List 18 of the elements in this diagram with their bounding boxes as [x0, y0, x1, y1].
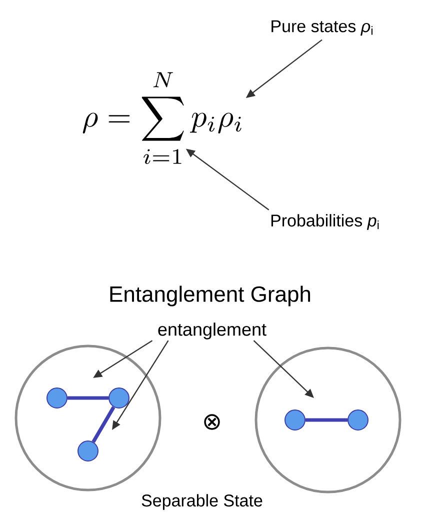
- entanglement-edge: [68, 396, 108, 400]
- tensor-product-symbol: ⊗: [204, 414, 220, 430]
- annotation-text: entanglement: [158, 322, 266, 340]
- graph-vertex: [348, 410, 368, 430]
- graph-vertex: [78, 440, 98, 462]
- annotation-text: Pure states ρ$_{i}$: [272, 20, 372, 36]
- entanglement-edge: [306, 418, 348, 422]
- entanglement-edge: [92, 406, 116, 443]
- subsystem-circle: [14, 344, 162, 492]
- title: Entanglement Graph: [110, 286, 310, 306]
- caption: Separable State: [142, 494, 262, 510]
- annotation-text: Probabilities p$_{i}$: [271, 214, 379, 230]
- subsystem-circle: [254, 346, 402, 494]
- graph-vertex: [46, 388, 68, 408]
- graph-vertex: [108, 388, 130, 408]
- graph-vertex: [284, 410, 306, 430]
- leader-line: [253, 340, 314, 398]
- formula: $\rho = \sum_{i=1}^{N} p_i \rho_i$: [82, 72, 242, 164]
